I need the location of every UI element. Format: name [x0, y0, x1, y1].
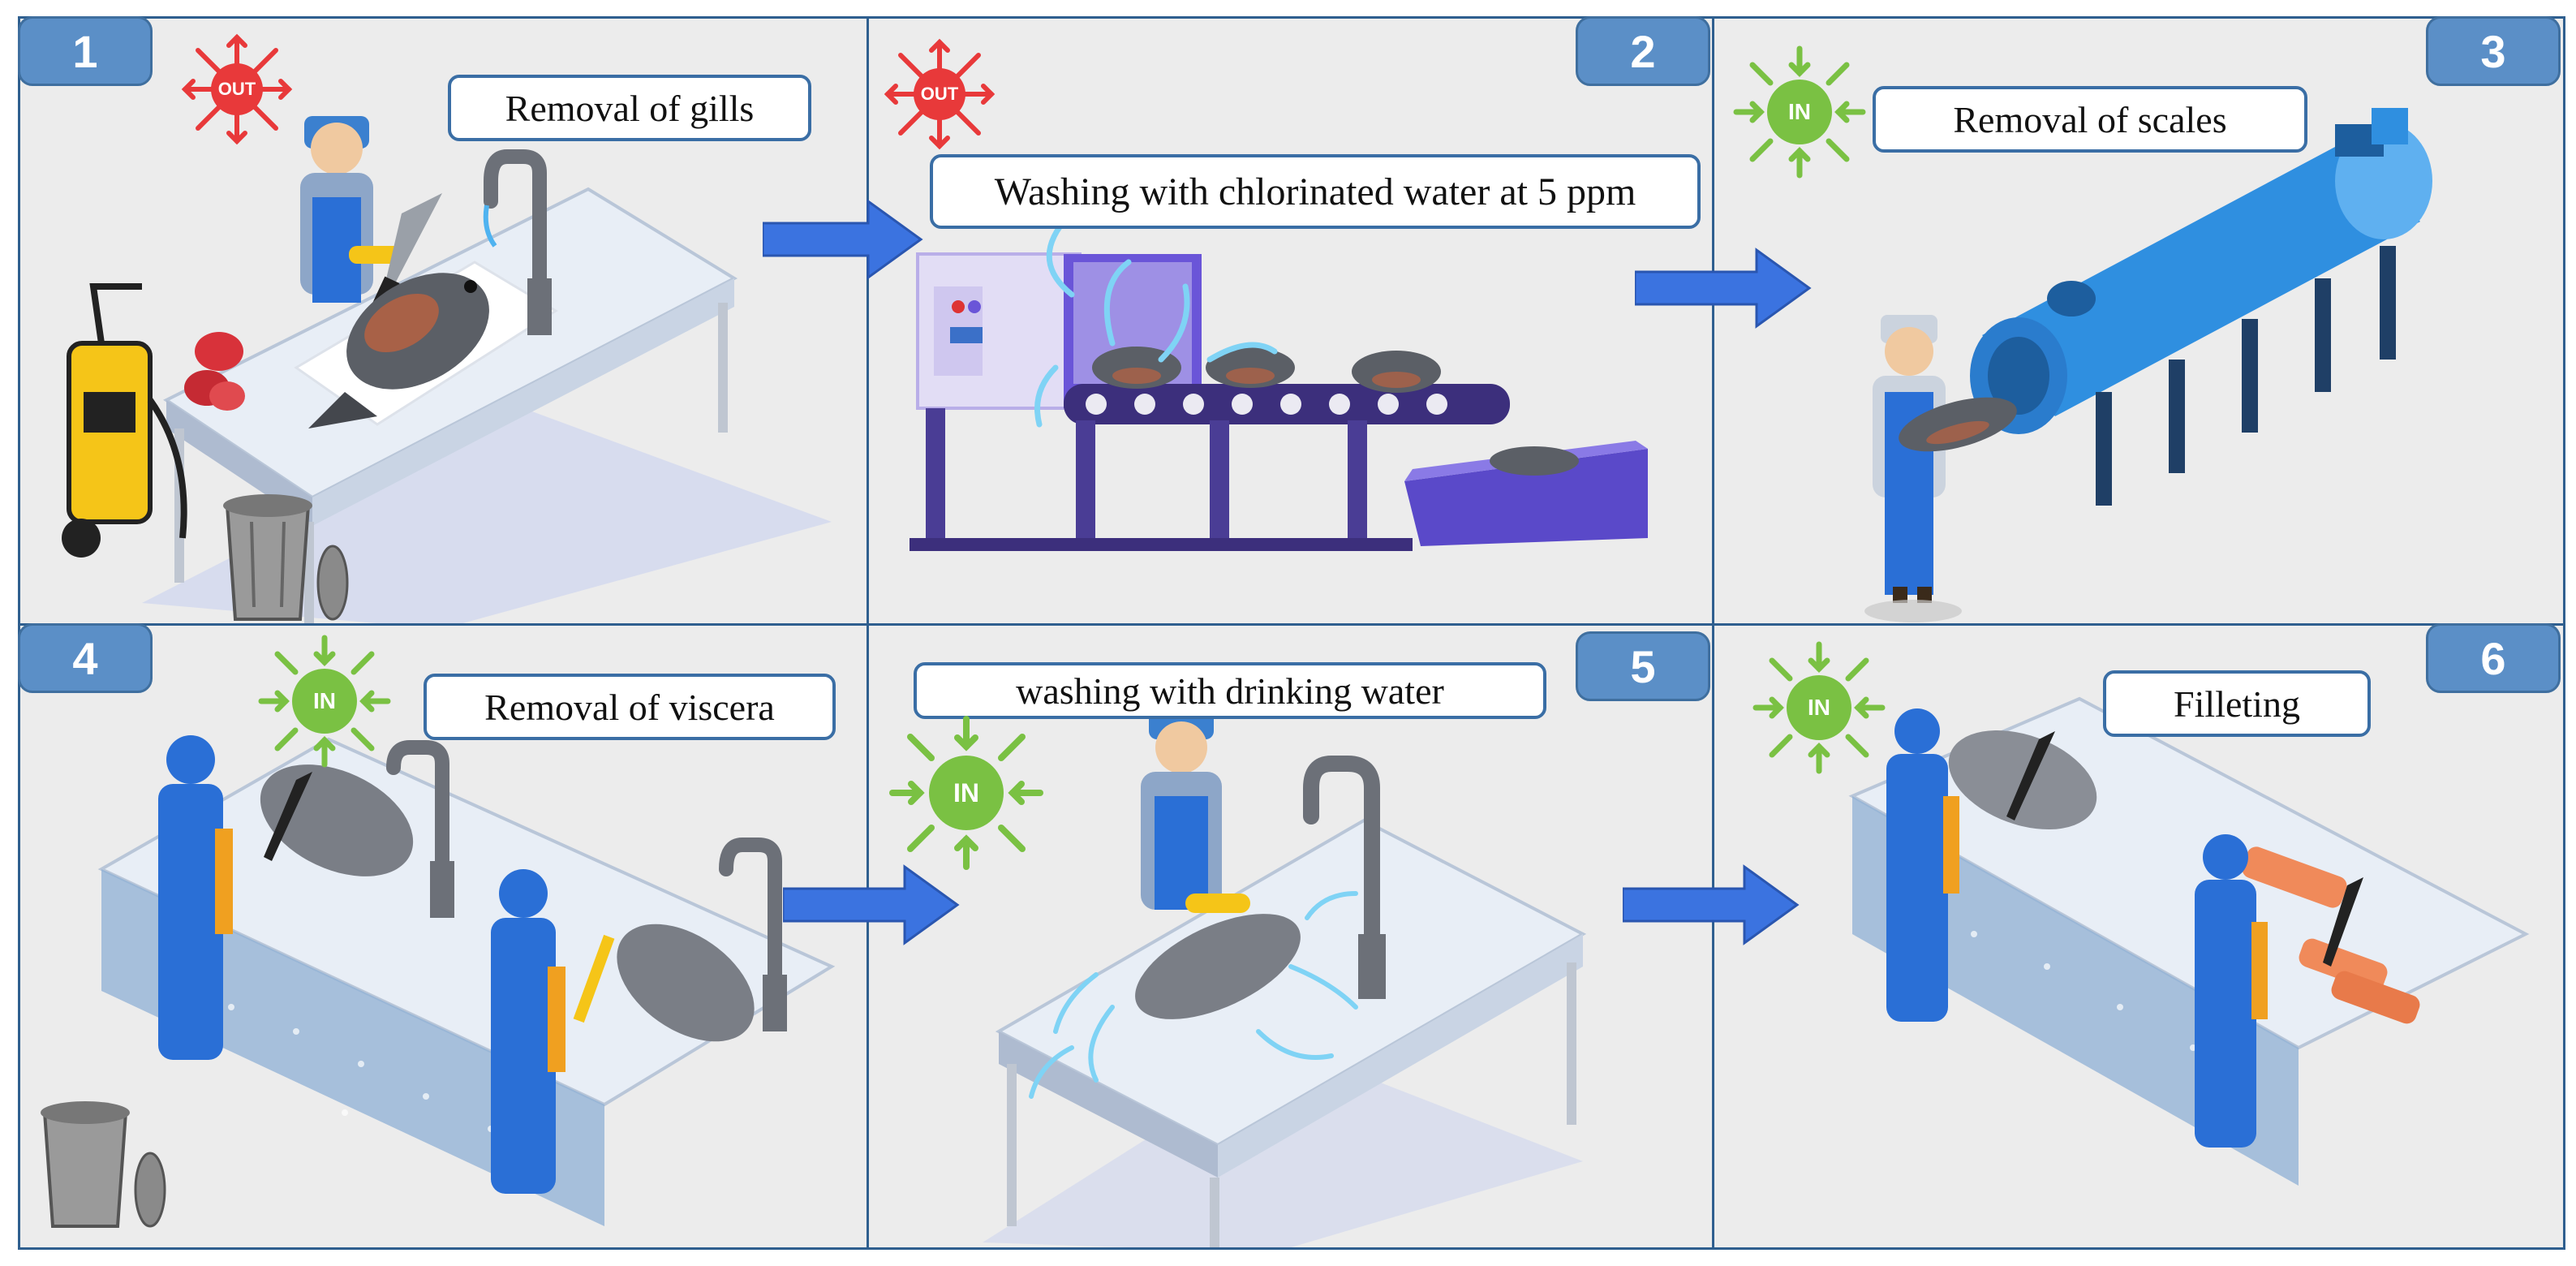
- faucet-icon: [483, 149, 552, 335]
- descaler-machine-icon: [1970, 108, 2432, 506]
- panel-step-2: [867, 16, 1715, 627]
- in-arrows-icon: [258, 635, 391, 768]
- knife-icon: [2006, 731, 2363, 967]
- in-arrows-icon: [889, 716, 1043, 870]
- in-badge-core: IN: [929, 756, 1004, 830]
- step-number-6: 6: [2426, 623, 2561, 693]
- knife-icon: [264, 772, 615, 1023]
- step-number-4: 4: [18, 623, 153, 693]
- in-badge-step-4: IN: [258, 635, 391, 768]
- in-arrows-icon: [1752, 641, 1886, 774]
- worker-icon: [1141, 707, 1250, 913]
- in-badge-step-3: IN: [1733, 45, 1866, 179]
- out-arrows-icon: [181, 33, 293, 145]
- trash-can-icon: [41, 1101, 166, 1228]
- flow-arrow-5-6: [1623, 864, 1800, 945]
- water-splash-icon: [1029, 891, 1358, 1099]
- table-icon: [995, 818, 1587, 1247]
- step-number-2: 2: [1576, 16, 1710, 86]
- flow-arrow-1-2: [763, 199, 923, 280]
- worker-icon: [158, 735, 566, 1194]
- fish-icon: [1899, 397, 2017, 452]
- out-badge-step-2: OUT: [883, 37, 996, 151]
- step-label-5: washing with drinking water: [914, 662, 1546, 719]
- gills-icon: [184, 332, 245, 411]
- fillet-icon: [2242, 846, 2420, 1024]
- out-badge-step-1: OUT: [180, 32, 294, 146]
- worker-icon: [1886, 708, 2268, 1148]
- panel-step-5: [867, 623, 1715, 1250]
- faucet-icon: [386, 740, 787, 1031]
- scene-removal-of-scales: [1864, 108, 2432, 622]
- scene-filleting: [1848, 696, 2530, 1186]
- fish-icon: [308, 273, 489, 428]
- collection-bin-icon: [1404, 441, 1648, 546]
- in-arrows-icon: [1733, 45, 1866, 179]
- pressure-washer-icon: [62, 283, 187, 558]
- panel-step-6: [1712, 623, 2565, 1250]
- worker-icon: [300, 116, 406, 303]
- scene-removal-of-gills: [62, 116, 832, 624]
- scene-removal-of-viscera: [41, 735, 836, 1228]
- in-badge-core: IN: [1787, 675, 1851, 740]
- in-badge-core: IN: [292, 669, 357, 734]
- step-label-3: Removal of scales: [1873, 86, 2307, 153]
- step-label-2: Washing with chlorinated water at 5 ppm: [930, 154, 1701, 229]
- in-badge-step-6: IN: [1752, 641, 1886, 774]
- worker-icon: [1864, 315, 1962, 622]
- out-badge-core: OUT: [211, 63, 263, 115]
- out-badge-core: OUT: [914, 68, 965, 120]
- conveyor-icon: [910, 384, 1510, 551]
- in-badge-step-5: IN: [889, 716, 1043, 870]
- water-splash-icon: [1034, 218, 1278, 428]
- step-label-1: Removal of gills: [448, 75, 811, 141]
- out-arrows-icon: [884, 38, 996, 150]
- step-number-1: 1: [18, 16, 153, 86]
- faucet-icon: [1303, 756, 1386, 999]
- step-label-4: Removal of viscera: [424, 674, 836, 740]
- fish-icon: [1135, 914, 1301, 1019]
- trash-can-icon: [223, 494, 349, 621]
- step-number-5: 5: [1576, 631, 1710, 701]
- scene-washing-chlorinated: [910, 218, 1648, 551]
- in-badge-core: IN: [1767, 80, 1832, 144]
- fish-icon: [1092, 347, 1441, 393]
- step-label-6: Filleting: [2103, 670, 2371, 737]
- flow-arrow-4-5: [783, 864, 960, 945]
- step-number-3: 3: [2426, 16, 2561, 86]
- flow-arrow-2-3: [1635, 248, 1812, 329]
